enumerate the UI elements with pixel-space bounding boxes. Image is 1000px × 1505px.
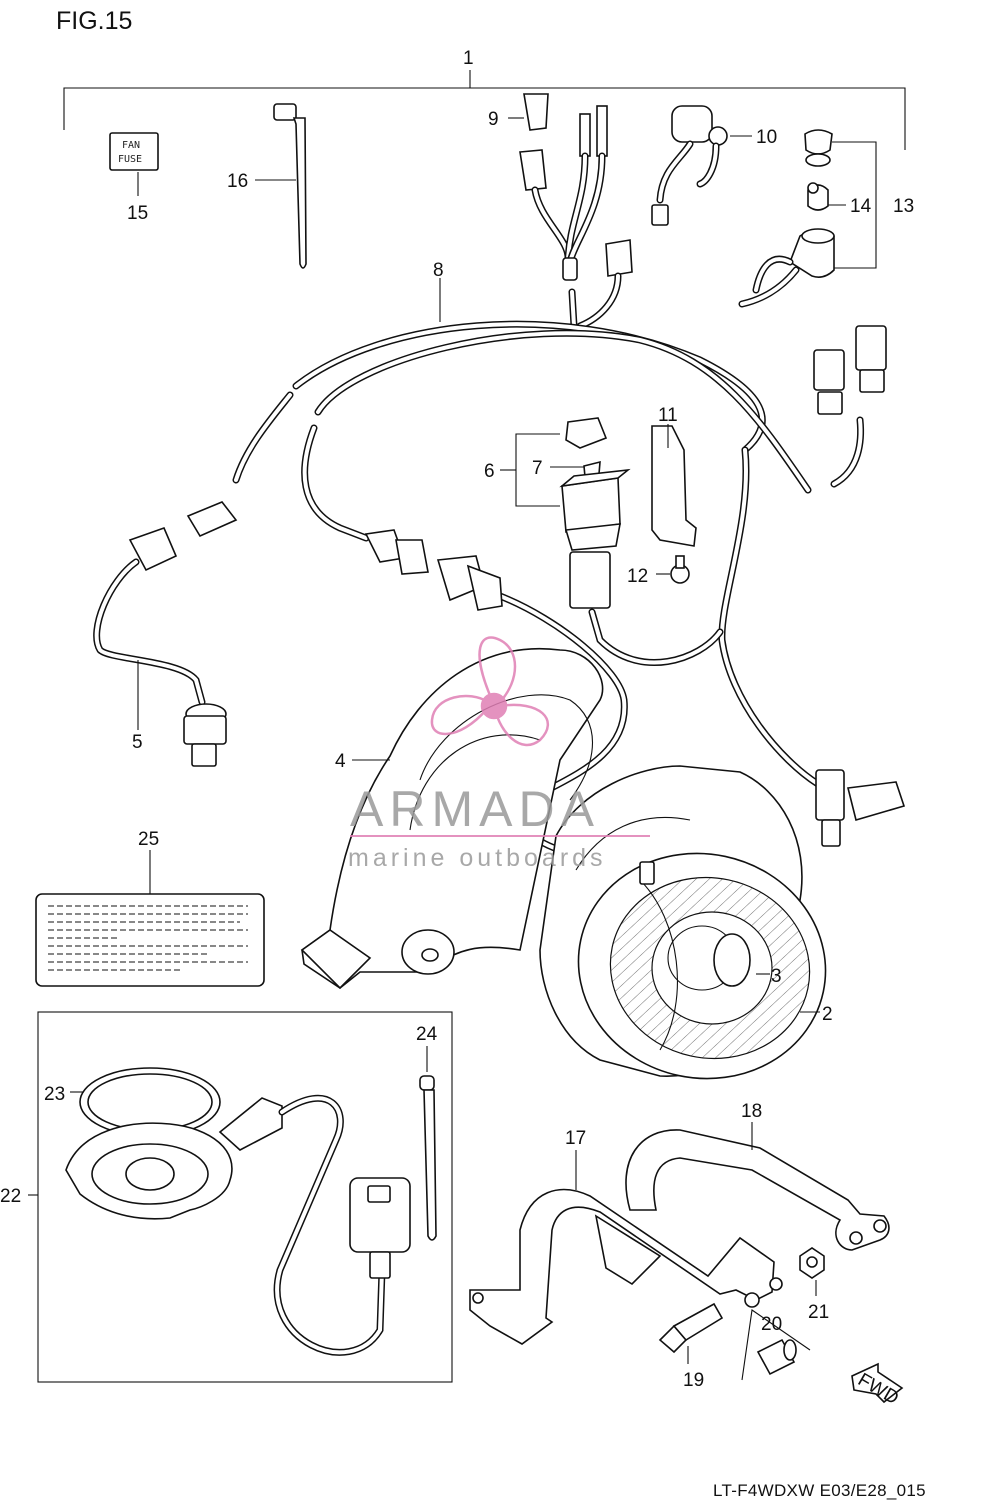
callouts: 1 2 3 4 5 6 7 8 9 10 11 12 13 14 15 16 1… (0, 48, 914, 1391)
callout-17: 17 (565, 1128, 586, 1149)
fuse-holder-wires (531, 152, 633, 330)
watermark-tagline: marine outboards (348, 844, 607, 872)
cooling-fan-2 (539, 765, 827, 1080)
callout-2: 2 (822, 1004, 833, 1025)
callout-19: 19 (683, 1370, 704, 1391)
callout-7: 7 (532, 458, 543, 479)
thermostat-kit-22 (28, 1011, 453, 1383)
connector-pair-upper (813, 325, 887, 415)
callout-18: 18 (741, 1101, 762, 1122)
figure-title: FIG.15 (56, 7, 132, 35)
temperature-sensor-5 (93, 526, 227, 767)
label-25 (35, 850, 265, 987)
cable-tie-24 (419, 1046, 437, 1241)
harness-connectors-left (186, 501, 503, 611)
fan-shroud-4 (300, 648, 604, 990)
fan-brackets-17-18 (469, 1122, 890, 1345)
bracket-11 (651, 424, 697, 547)
callout-22: 22 (0, 1186, 21, 1207)
callout-23: 23 (44, 1084, 65, 1105)
cable-tie-16 (255, 103, 307, 269)
switch-10 (651, 105, 752, 226)
armada-watermark: ARMADA marine outboards (348, 636, 650, 872)
fuse-label-line2: FUSE (118, 154, 142, 165)
propeller-logo (430, 636, 549, 747)
callout-3: 3 (771, 966, 782, 987)
callout-8: 8 (433, 260, 444, 281)
callout-20: 20 (761, 1314, 782, 1335)
callout-15: 15 (127, 203, 148, 224)
fuse-9 (508, 93, 608, 191)
callout-21: 21 (808, 1302, 829, 1323)
callout-25: 25 (138, 829, 159, 850)
callout-12: 12 (627, 566, 648, 587)
callout-14: 14 (850, 196, 872, 217)
wiring-harness-8 (232, 278, 865, 854)
callout-13: 13 (893, 196, 914, 217)
assembly-1-bracket (63, 70, 906, 150)
forward-arrow: FWD (851, 1362, 904, 1409)
fan-fuse-label: FAN FUSE (109, 132, 159, 196)
callout-24: 24 (416, 1024, 438, 1045)
relay-6 (500, 417, 631, 609)
callout-9: 9 (488, 109, 499, 130)
footer-code: LT-F4WDXW E03/E28_015 (713, 1481, 926, 1500)
callout-16: 16 (227, 171, 248, 192)
callout-1: 1 (463, 48, 474, 69)
bulb-socket-13 (738, 129, 877, 308)
callout-4: 4 (335, 751, 346, 772)
hardware-19-20-21 (658, 1247, 825, 1381)
callout-10: 10 (756, 127, 777, 148)
callout-5: 5 (132, 732, 143, 753)
fuse-label-line1: FAN (122, 140, 140, 151)
screw-12 (656, 555, 690, 584)
watermark-brand: ARMADA (350, 781, 600, 837)
connector-pair-right (815, 769, 906, 847)
callout-11: 11 (658, 405, 678, 426)
callout-6: 6 (484, 461, 495, 482)
